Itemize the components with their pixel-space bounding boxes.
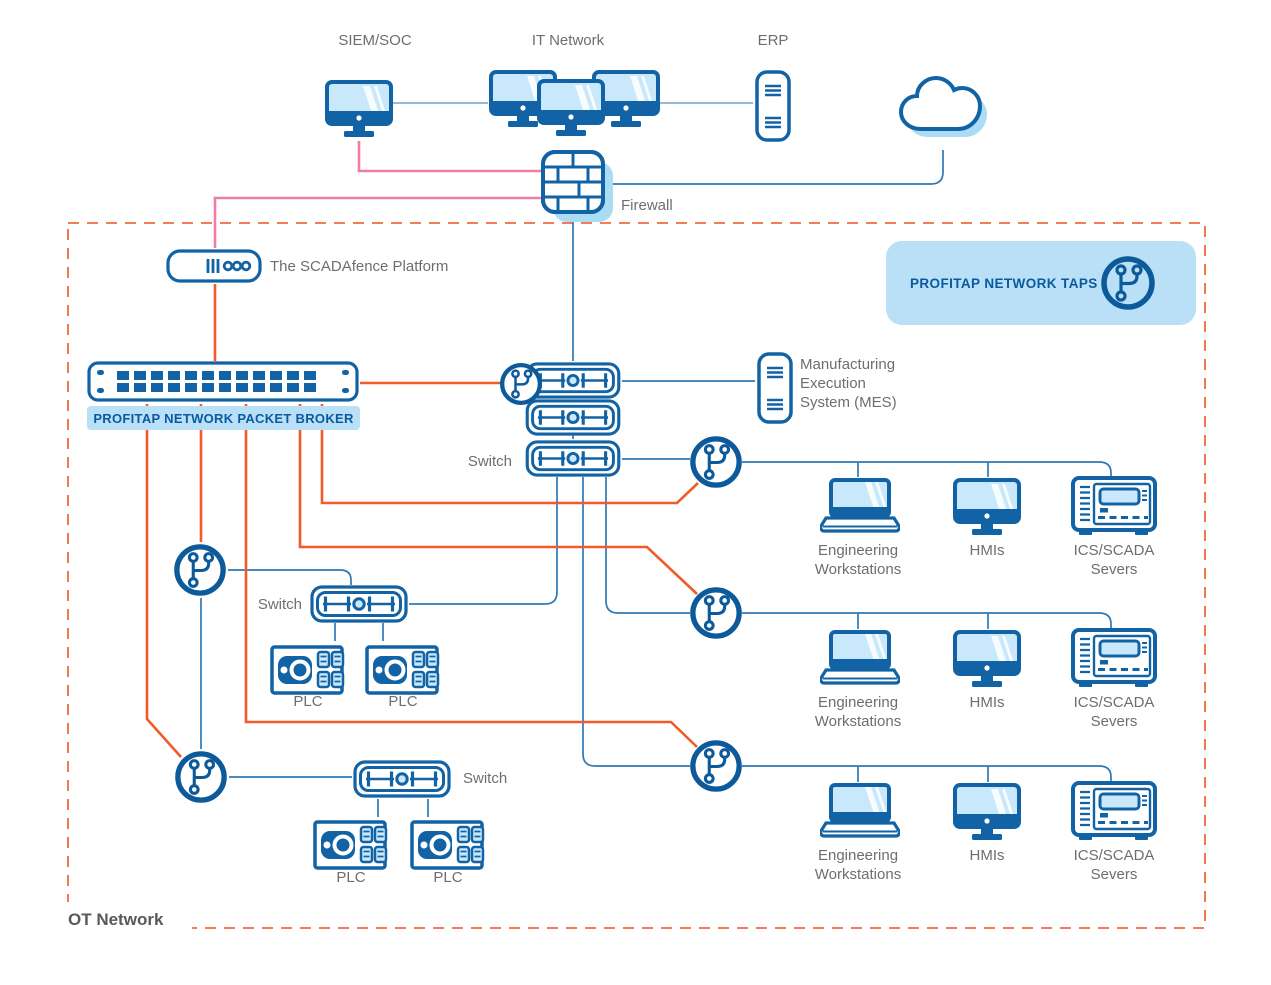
plc-icon (365, 641, 441, 699)
plc-icon (270, 641, 346, 699)
hmi-monitor-icon (953, 478, 1021, 536)
siem-monitor-icon (325, 80, 393, 138)
link-midswitch-plcs (334, 623, 384, 641)
network-tap-icon (689, 739, 743, 793)
network-taps-badge-label: PROFITAP NETWORK TAPS (910, 275, 1098, 291)
ics-scada-servers-label: ICS/SCADA Severs (1073, 542, 1155, 578)
bus-row3 (742, 765, 1112, 782)
ics-server-icon (1071, 476, 1157, 540)
link-broker-tap-row1 (320, 404, 699, 505)
hmi-monitor-icon (953, 630, 1021, 688)
bottom-switch-icon (353, 760, 451, 798)
ot-network-label: OT Network (60, 902, 192, 938)
link-broker-bottomtap (145, 404, 182, 758)
mes-server-icon (757, 352, 793, 424)
firewall-icon (541, 150, 615, 224)
ics-scada-servers-label: ICS/SCADA Severs (1073, 847, 1155, 883)
link-bottomswitch-plcs (377, 799, 429, 817)
erp-label: ERP (757, 32, 789, 49)
network-tap-icon (499, 362, 543, 406)
link-firewall-platform (213, 196, 542, 248)
platform-label: The SCADAfence Platform (270, 258, 449, 275)
switch-label: Switch (467, 453, 512, 470)
network-tap-icon (1100, 255, 1156, 311)
hmis-label: HMIs (969, 694, 1005, 711)
plc-icon (410, 816, 486, 874)
it-network-label: IT Network (531, 32, 605, 49)
it-monitor-icon (537, 79, 605, 137)
link-switch-tap-row3 (582, 477, 690, 767)
network-tap-icon (174, 750, 228, 804)
ics-server-icon (1071, 628, 1157, 692)
link-broker-tap-row3 (244, 404, 698, 748)
link-firewall-cloud (609, 150, 944, 185)
engineering-workstations-label: Engineering Workstations (814, 694, 902, 730)
mid-switch-icon (310, 585, 408, 623)
siem-label: SIEM/SOC (338, 32, 412, 49)
plc-label: PLC (388, 693, 418, 710)
link-switchstack-midswitch (409, 477, 558, 605)
ics-server-icon (1071, 781, 1157, 845)
plc-label: PLC (336, 869, 366, 886)
network-tap-icon (689, 435, 743, 489)
link-switch-tap-row2 (605, 477, 690, 614)
hmis-label: HMIs (969, 847, 1005, 864)
bus-row2 (742, 612, 1112, 629)
laptop-icon (820, 630, 900, 688)
network-tap-icon (689, 586, 743, 640)
link-siem-firewall (357, 141, 542, 173)
mes-label: Manufacturing Execution System (MES) (800, 356, 897, 411)
laptop-icon (820, 478, 900, 536)
scadafence-platform-icon (166, 249, 262, 283)
network-taps-badge: PROFITAP NETWORK TAPS (886, 241, 1196, 325)
packet-broker-icon (87, 361, 359, 402)
plc-label: PLC (433, 869, 463, 886)
network-tap-icon (173, 543, 227, 597)
switch-label: Switch (257, 596, 302, 613)
switch-stack-bottom-icon (524, 440, 622, 477)
engineering-workstations-label: Engineering Workstations (814, 847, 902, 883)
cloud-icon (894, 74, 994, 148)
ot-network-border (67, 222, 1206, 929)
link-midtap-midswitch (228, 569, 352, 585)
plc-icon (313, 816, 389, 874)
hmi-monitor-icon (953, 783, 1021, 841)
hmis-label: HMIs (969, 542, 1005, 559)
firewall-label: Firewall (621, 197, 673, 214)
bus-row1 (742, 461, 1112, 477)
engineering-workstations-label: Engineering Workstations (814, 542, 902, 578)
packet-broker-badge: PROFITAP NETWORK PACKET BROKER (87, 406, 360, 430)
ics-scada-servers-label: ICS/SCADA Severs (1073, 694, 1155, 730)
erp-server-icon (755, 70, 791, 142)
laptop-icon (820, 783, 900, 841)
plc-label: PLC (293, 693, 323, 710)
link-broker-tap-row2 (298, 404, 698, 595)
switch-label: Switch (463, 770, 508, 787)
